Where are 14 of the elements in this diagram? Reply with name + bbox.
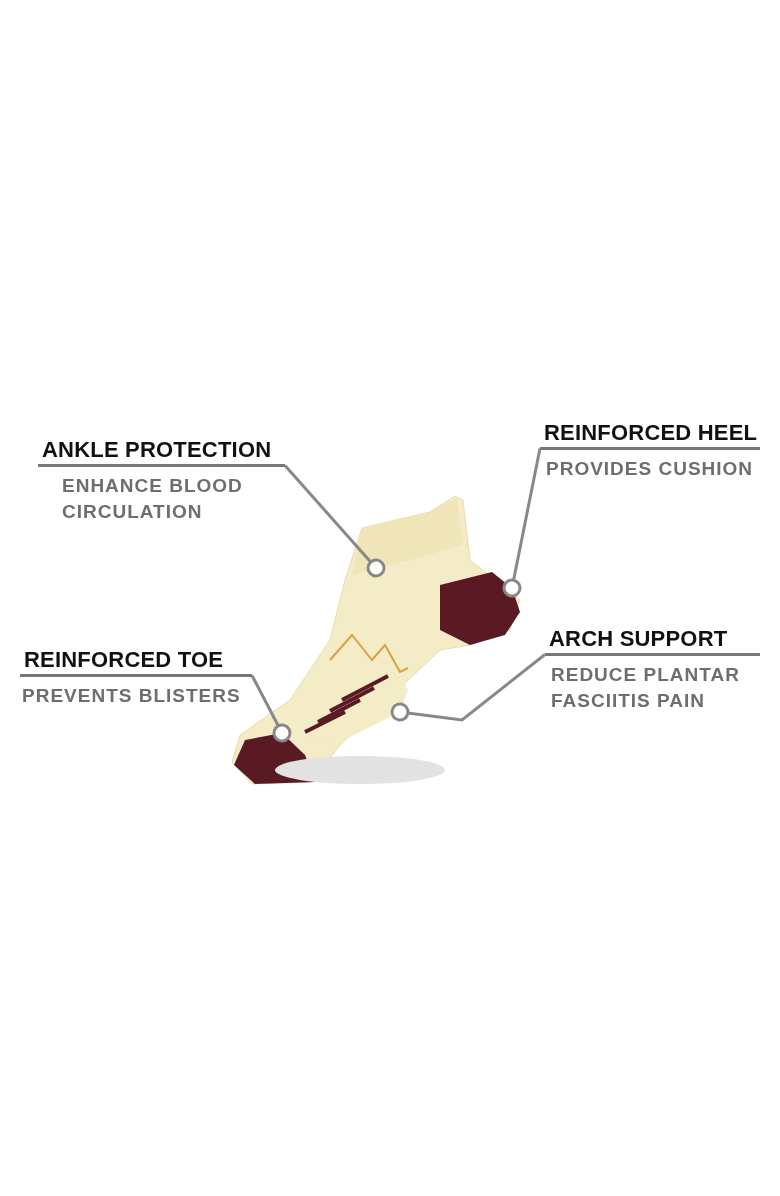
callout-heading: ARCH SUPPORT [545, 626, 760, 656]
leader-line [502, 448, 542, 598]
leader-line [390, 653, 546, 722]
heel-patch [440, 572, 520, 645]
leader-line [283, 464, 386, 578]
callout-heading: REINFORCED HEEL [540, 420, 760, 450]
callout-text: PREVENTS BLISTERS [21, 684, 242, 708]
callout-text: ENHANCE BLOOD CIRCULATION [61, 474, 244, 524]
callout-heading: ANKLE PROTECTION [38, 437, 285, 467]
callout-heading: REINFORCED TOE [20, 647, 252, 677]
callout-text: REDUCE PLANTAR FASCIITIS PAIN [550, 663, 741, 713]
callout-text: PROVIDES CUSHION [545, 457, 755, 481]
leader-line [250, 674, 292, 743]
ankle-cuff [352, 498, 463, 575]
